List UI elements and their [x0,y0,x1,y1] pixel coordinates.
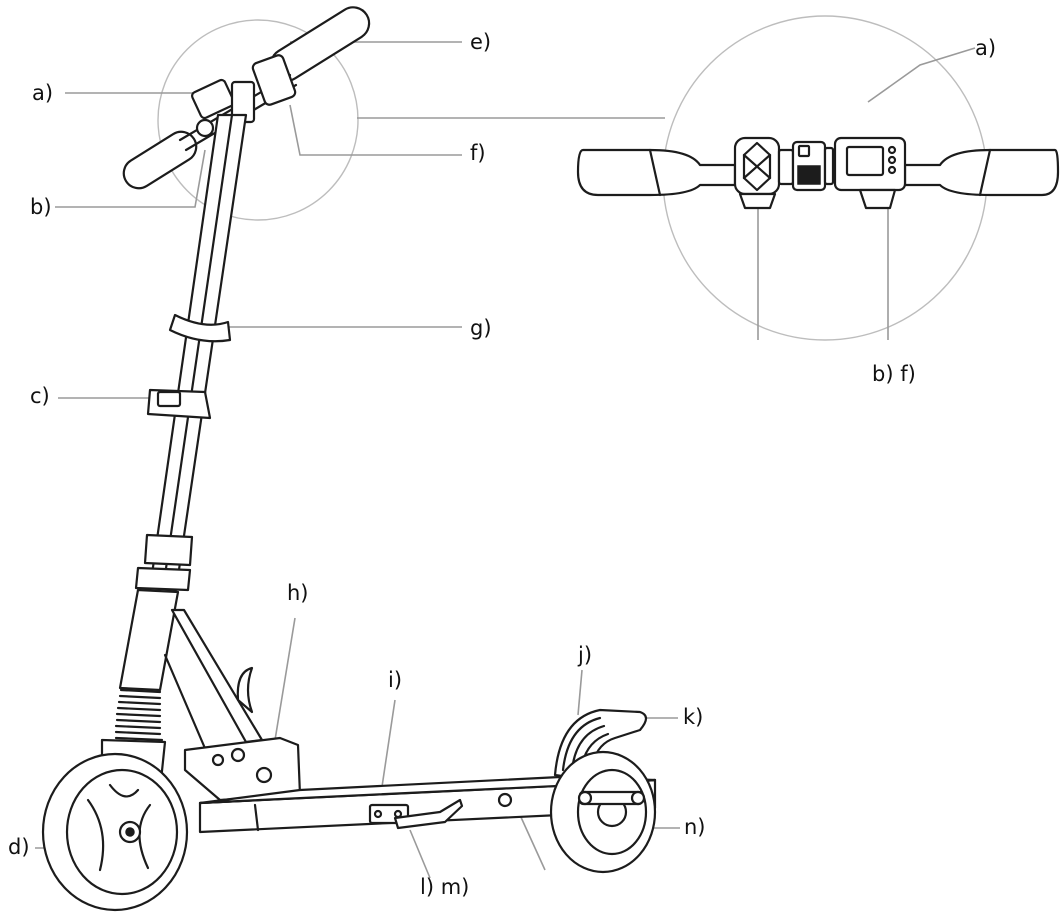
label-c: c) [30,384,50,408]
label-b-main: b) [30,195,52,219]
label-f-main: f) [470,141,486,165]
stem [114,113,248,742]
front-wheel [41,752,189,912]
label-j: j) [578,643,593,667]
label-n: n) [684,815,706,839]
folding-mechanism [163,608,302,802]
label-e: e) [470,30,492,54]
label-b-f-detail: b) f) [872,362,916,386]
label-l-m: l) m) [420,875,470,899]
handlebar-detail [576,136,1060,210]
label-h: h) [287,581,309,605]
label-a-main: a) [32,81,54,105]
rear-wheel [549,750,657,874]
label-d: d) [8,835,30,859]
label-g: g) [470,316,492,340]
label-i: i) [388,668,403,692]
label-a-detail: a) [975,36,997,60]
handlebar-magnifier-circle [157,19,359,221]
handlebar [122,6,371,190]
label-k: k) [683,705,704,729]
